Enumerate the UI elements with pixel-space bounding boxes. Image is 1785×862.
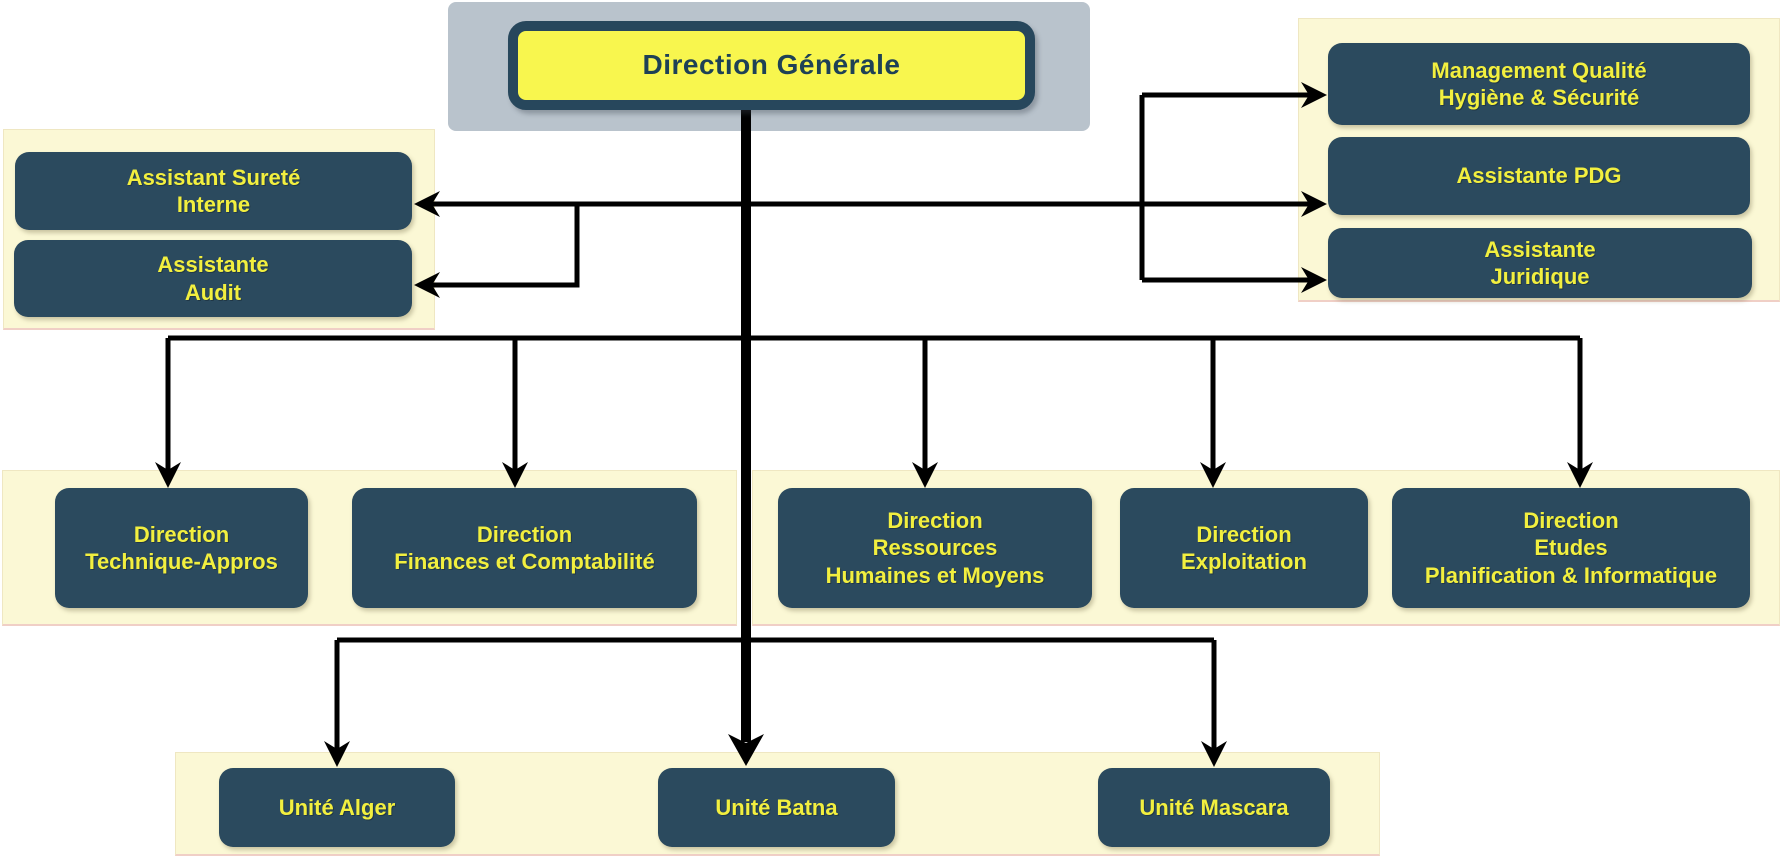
arrowhead-technique — [155, 462, 181, 488]
node-direction-technique-appros: Direction Technique-Appros — [55, 488, 308, 608]
arrowhead-exploitation — [1200, 462, 1226, 488]
node-management-qualite: Management Qualité Hygiène & Sécurité — [1328, 43, 1750, 125]
arrowhead-mascara — [1201, 741, 1227, 767]
node-assistante-audit: Assistante Audit — [14, 240, 412, 317]
node-direction-exploitation: Direction Exploitation — [1120, 488, 1368, 608]
node-unite-batna: Unité Batna — [658, 768, 895, 847]
arrowhead-etudes — [1567, 462, 1593, 488]
node-unite-alger: Unité Alger — [219, 768, 455, 847]
node-assistant-surete-interne: Assistant Sureté Interne — [15, 152, 412, 230]
arrowhead-juridique — [1301, 267, 1327, 293]
node-direction-finances: Direction Finances et Comptabilité — [352, 488, 697, 608]
arrowhead-ressources — [912, 462, 938, 488]
arrowhead-alger — [324, 741, 350, 767]
node-assistante-pdg: Assistante PDG — [1328, 137, 1750, 215]
connector-segments — [165, 92, 1583, 749]
arrowhead-pdg — [1301, 191, 1327, 217]
node-direction-etudes: Direction Etudes Planification & Informa… — [1392, 488, 1750, 608]
audit-branch-line — [432, 204, 580, 288]
node-direction-ressources-humaines: Direction Ressources Humaines et Moyens — [778, 488, 1092, 608]
arrowhead-management-qualite — [1301, 82, 1327, 108]
arrowhead-surete — [414, 191, 440, 217]
arrowhead-batna-trunk — [728, 734, 764, 766]
node-direction-generale: Direction Générale — [508, 21, 1035, 110]
arrowheads — [155, 82, 1593, 767]
node-unite-mascara: Unité Mascara — [1098, 768, 1330, 847]
node-assistante-juridique: Assistante Juridique — [1328, 228, 1752, 298]
arrowhead-finances — [502, 462, 528, 488]
arrowhead-audit — [414, 272, 440, 298]
